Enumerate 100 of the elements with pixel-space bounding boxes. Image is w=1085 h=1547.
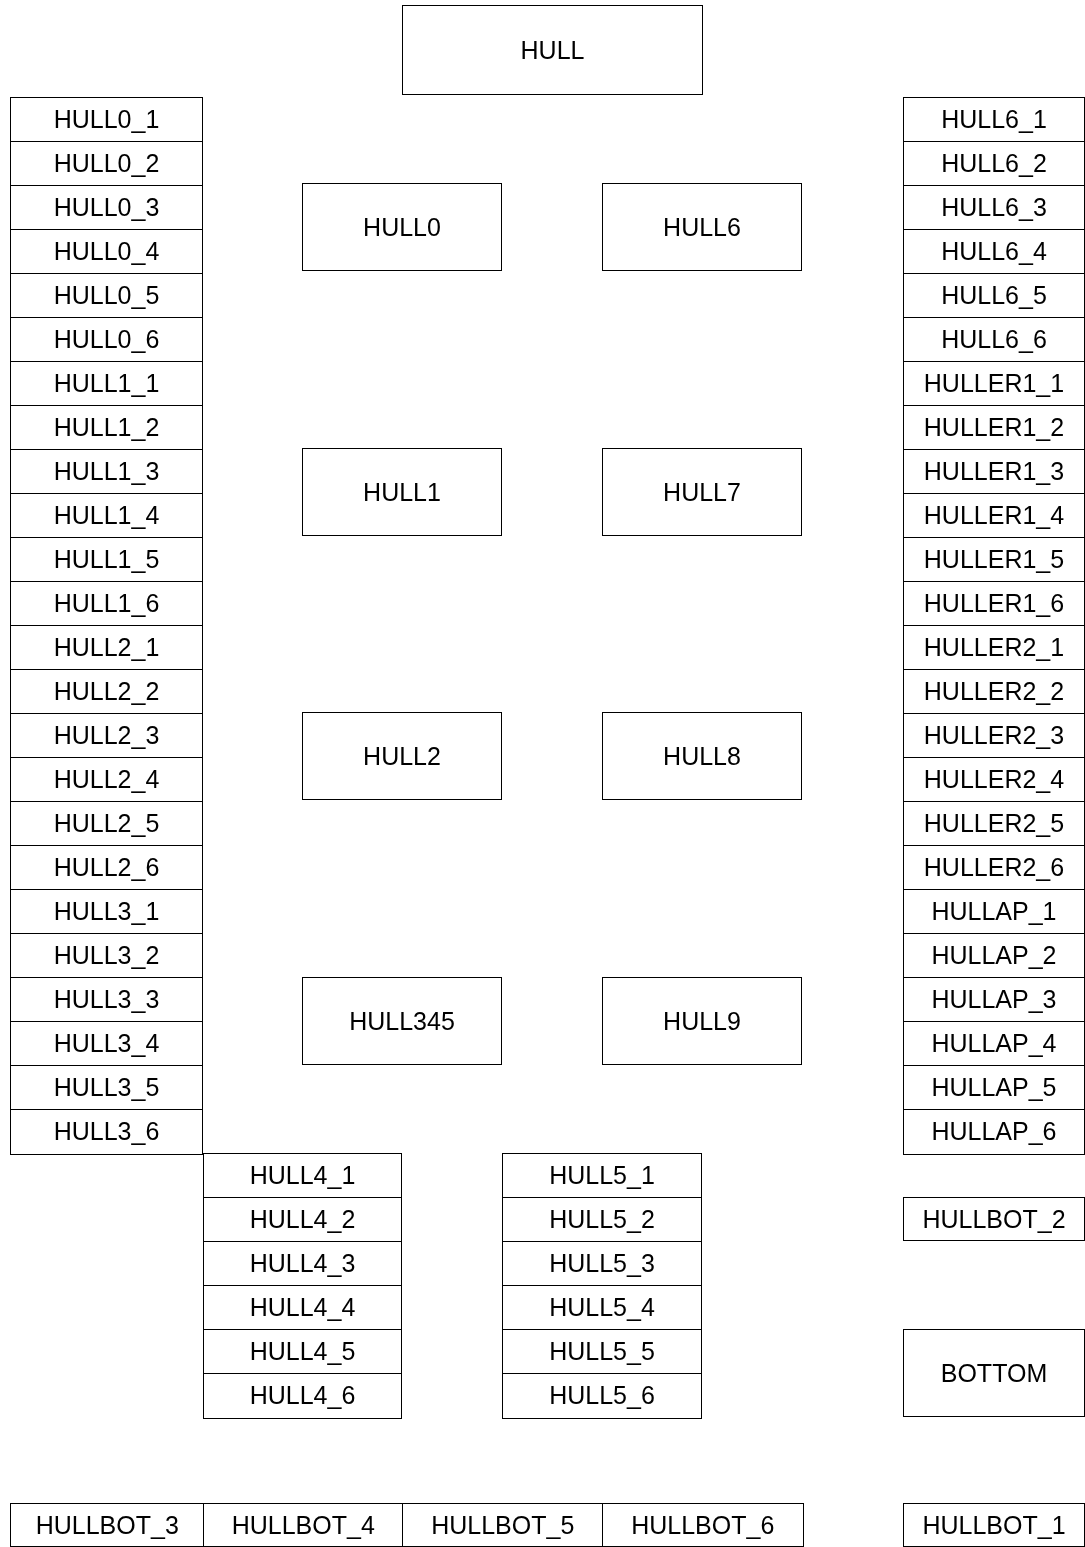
table-cell xyxy=(10,889,203,935)
table-cell xyxy=(10,933,203,979)
table-cell xyxy=(10,141,203,187)
table-cell xyxy=(903,1021,1085,1067)
title-box xyxy=(402,5,703,95)
table-cell xyxy=(10,977,203,1023)
cell-label: HULL0 xyxy=(363,212,441,242)
cell-label: HULLER1_1 xyxy=(923,369,1065,399)
table-cell xyxy=(402,1503,604,1547)
cell-label: HULL5_4 xyxy=(549,1293,655,1323)
table-cell xyxy=(903,449,1085,495)
cell-label: HULLBOT_5 xyxy=(431,1510,575,1540)
table-cell xyxy=(602,1503,804,1547)
cell-label: HULL8 xyxy=(663,741,741,771)
cell-label: HULL5_1 xyxy=(549,1161,655,1191)
cell-label: HULLAP_1 xyxy=(931,897,1057,927)
group-box xyxy=(302,712,502,800)
cell-label: HULL9 xyxy=(663,1006,741,1036)
table-cell xyxy=(10,1021,203,1067)
table-cell xyxy=(903,537,1085,583)
table-cell xyxy=(203,1241,402,1287)
cell-label: HULL0_4 xyxy=(53,237,160,267)
cell-label: HULLBOT_3 xyxy=(35,1510,179,1540)
table-cell xyxy=(203,1373,402,1419)
cell-label: HULL2_2 xyxy=(53,677,160,707)
cell-label: HULLER1_6 xyxy=(923,589,1065,619)
table-cell xyxy=(903,713,1085,759)
group-box xyxy=(602,448,802,536)
cell-label: HULLER2_3 xyxy=(923,721,1065,751)
cell-label: HULL1 xyxy=(363,477,441,507)
table-cell xyxy=(203,1285,402,1331)
table-cell xyxy=(203,1503,404,1547)
cell-label: HULLER1_5 xyxy=(923,545,1065,575)
cell-label: HULLBOT_4 xyxy=(231,1510,375,1540)
table-cell xyxy=(903,97,1085,143)
table-cell xyxy=(903,977,1085,1023)
cell-label: HULL3_2 xyxy=(53,941,160,971)
cell-label: HULLER2_6 xyxy=(923,853,1065,883)
table-cell xyxy=(10,537,203,583)
cell-label: HULL4_1 xyxy=(249,1161,356,1191)
table-cell xyxy=(10,317,203,363)
table-cell xyxy=(10,229,203,275)
cell-label: HULL1_5 xyxy=(53,545,160,575)
cell-label: HULL6_5 xyxy=(941,281,1047,311)
cell-label: HULL4_3 xyxy=(249,1249,356,1279)
table-cell xyxy=(502,1197,702,1243)
cell-label: HULL345 xyxy=(349,1006,455,1036)
cell-label: HULL1_6 xyxy=(53,589,160,619)
table-cell xyxy=(903,317,1085,363)
cell-label: HULL1_4 xyxy=(53,501,160,531)
cell-label: HULLBOT_2 xyxy=(922,1204,1066,1234)
table-cell xyxy=(502,1153,702,1199)
cell-label: HULLER2_2 xyxy=(923,677,1065,707)
cell-label: HULLAP_2 xyxy=(931,941,1057,971)
table-cell xyxy=(903,581,1085,627)
table-cell xyxy=(10,669,203,715)
table-cell xyxy=(10,361,203,407)
table-cell xyxy=(903,141,1085,187)
cell-label: HULLBOT_1 xyxy=(922,1510,1066,1540)
cell-label: HULL3_4 xyxy=(53,1029,160,1059)
table-cell xyxy=(10,1503,205,1547)
table-cell xyxy=(903,625,1085,671)
cell-label: HULL0_2 xyxy=(53,149,160,179)
cell-label: HULL0_5 xyxy=(53,281,160,311)
cell-label: HULLAP_4 xyxy=(931,1029,1057,1059)
table-cell xyxy=(903,757,1085,803)
table-cell xyxy=(903,1197,1085,1241)
table-cell xyxy=(903,229,1085,275)
table-cell xyxy=(10,97,203,143)
table-cell xyxy=(10,273,203,319)
table-cell xyxy=(903,1065,1085,1111)
table-cell xyxy=(903,801,1085,847)
cell-label: HULL4_4 xyxy=(249,1293,356,1323)
cell-label: HULL0_6 xyxy=(53,325,160,355)
cell-label: HULLER2_1 xyxy=(923,633,1065,663)
table-cell xyxy=(10,1109,203,1155)
table-cell xyxy=(502,1329,702,1375)
cell-label: HULL3_3 xyxy=(53,985,160,1015)
table-cell xyxy=(10,757,203,803)
table-cell xyxy=(10,185,203,231)
cell-label: HULL2_6 xyxy=(53,853,160,883)
table-cell xyxy=(10,801,203,847)
table-cell xyxy=(10,581,203,627)
group-box xyxy=(602,712,802,800)
group-box xyxy=(602,183,802,271)
table-cell xyxy=(903,493,1085,539)
cell-label: HULL1_1 xyxy=(53,369,160,399)
table-cell xyxy=(203,1329,402,1375)
table-cell xyxy=(903,405,1085,451)
cell-label: HULL6 xyxy=(663,212,741,242)
cell-label: HULL2_1 xyxy=(53,633,160,663)
table-cell xyxy=(10,625,203,671)
table-cell xyxy=(903,845,1085,891)
cell-label: HULL3_1 xyxy=(53,897,160,927)
table-cell xyxy=(10,713,203,759)
cell-label: HULL0_1 xyxy=(53,105,160,135)
cell-label: HULLER1_4 xyxy=(923,501,1065,531)
cell-label: HULL6_3 xyxy=(941,193,1047,223)
table-cell xyxy=(10,405,203,451)
cell-label: HULL5_6 xyxy=(549,1381,655,1411)
